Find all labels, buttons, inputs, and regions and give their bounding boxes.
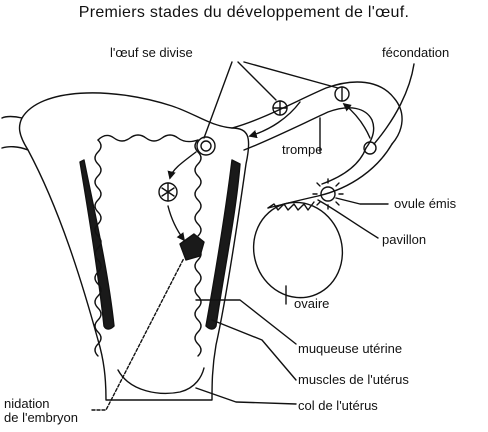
label-trompe: trompe <box>282 142 322 157</box>
leader-ovule <box>336 198 388 204</box>
label-de-embryon: de l'embryon <box>4 410 78 425</box>
egg-path-arrow-3 <box>168 206 184 240</box>
label-nidation: nidation <box>4 396 50 411</box>
label-fecondation: fécondation <box>382 45 449 60</box>
label-ovule-emis: ovule émis <box>394 196 456 211</box>
muscle-band-left <box>80 160 114 329</box>
egg-path-arrow-2 <box>170 152 196 178</box>
ovary <box>241 191 354 309</box>
leader-muscles <box>212 320 296 380</box>
leader-col <box>196 388 296 404</box>
label-muqueuse-uterine: muqueuse utérine <box>298 341 402 356</box>
leader-pavillon <box>318 200 378 238</box>
muscle-band-right <box>206 160 240 329</box>
left-tube <box>2 117 28 151</box>
label-pavillon: pavillon <box>382 232 426 247</box>
embryo-nidation <box>180 234 204 260</box>
label-ovaire: ovaire <box>294 296 329 311</box>
egg-stage-3 <box>197 137 215 155</box>
label-col-uterus: col de l'utérus <box>298 398 378 413</box>
tube-outer <box>232 82 402 144</box>
label-egg-divides: l'œuf se divise <box>110 45 193 60</box>
cervix <box>118 368 204 393</box>
label-muscles-uterus: muscles de l'utérus <box>298 372 409 387</box>
leader-fecondation <box>374 64 414 144</box>
mucosa-top <box>98 135 198 142</box>
